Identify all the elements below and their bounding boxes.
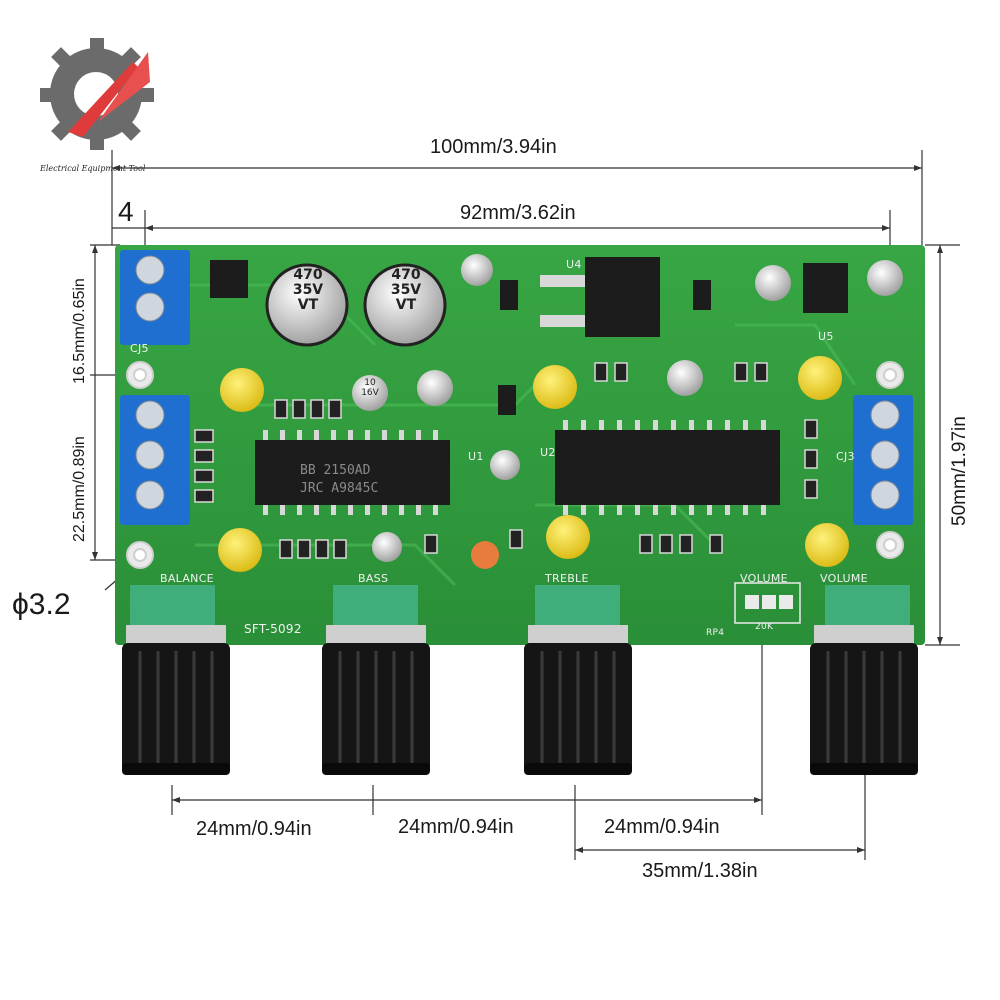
label-u4: U4	[566, 258, 582, 271]
knob-spacing-2-label: 24mm/0.94in	[398, 816, 514, 838]
big-cap-1-series: VT	[297, 297, 319, 313]
knob-bass	[320, 625, 432, 781]
label-u2: U2	[540, 446, 556, 459]
big-cap-2-series: VT	[395, 297, 417, 313]
label-pot-value: 20K	[755, 622, 774, 632]
label-cj5: CJ5	[130, 342, 149, 355]
label-u1: U1	[468, 450, 484, 463]
hole-diameter-label: ϕ3.2	[12, 588, 71, 621]
knob-spacing-3-label: 24mm/0.94in	[604, 816, 720, 838]
top-section-height-label: 16.5mm/0.65in	[71, 278, 88, 384]
label-balance: BALANCE	[160, 572, 214, 585]
chip-u1-marking: BB 2150AD JRC A9845C	[300, 462, 378, 498]
edge-offset-label: 4	[118, 196, 134, 227]
knob-treble	[522, 625, 634, 781]
board-height-label: 50mm/1.97in	[949, 416, 970, 526]
overall-width-label: 100mm/3.94in	[430, 136, 557, 158]
pcb-board	[115, 245, 925, 645]
chip-u1-line1: BB 2150AD	[300, 463, 371, 478]
small-cap-label: 10 16V	[352, 378, 388, 398]
hole-pitch-label: 92mm/3.62in	[460, 202, 576, 224]
big-cap-1-value: 470	[293, 267, 323, 283]
knob-spacing-1-label: 24mm/0.94in	[196, 818, 312, 840]
label-treble: TREBLE	[545, 572, 589, 585]
big-cap-2-voltage: 35V	[390, 282, 422, 298]
knob-volume	[808, 625, 920, 781]
label-volume: VOLUME	[820, 572, 868, 585]
small-cap-voltage: 16V	[361, 388, 379, 398]
big-cap-2-value: 470	[391, 267, 421, 283]
logo-caption: Electrical Equipment Tool	[40, 164, 146, 173]
big-cap-1-voltage: 35V	[292, 282, 324, 298]
chip-u1-line2: JRC A9845C	[300, 481, 379, 496]
big-cap-1: 470 35V VT	[268, 268, 348, 313]
label-volume-header: VOLUME	[740, 572, 788, 585]
small-cap-value: 10	[364, 378, 376, 388]
big-cap-2: 470 35V VT	[366, 268, 446, 313]
label-rp4: RP4	[706, 628, 725, 638]
knob-balance	[120, 625, 232, 781]
middle-section-height-label: 22.5mm/0.89in	[71, 436, 88, 542]
label-bass: BASS	[358, 572, 389, 585]
label-cj3: CJ3	[836, 450, 855, 463]
label-model: SFT-5092	[244, 622, 302, 636]
brand-logo	[38, 22, 158, 162]
label-u5: U5	[818, 330, 834, 343]
last-knob-spacing-label: 35mm/1.38in	[642, 860, 758, 882]
